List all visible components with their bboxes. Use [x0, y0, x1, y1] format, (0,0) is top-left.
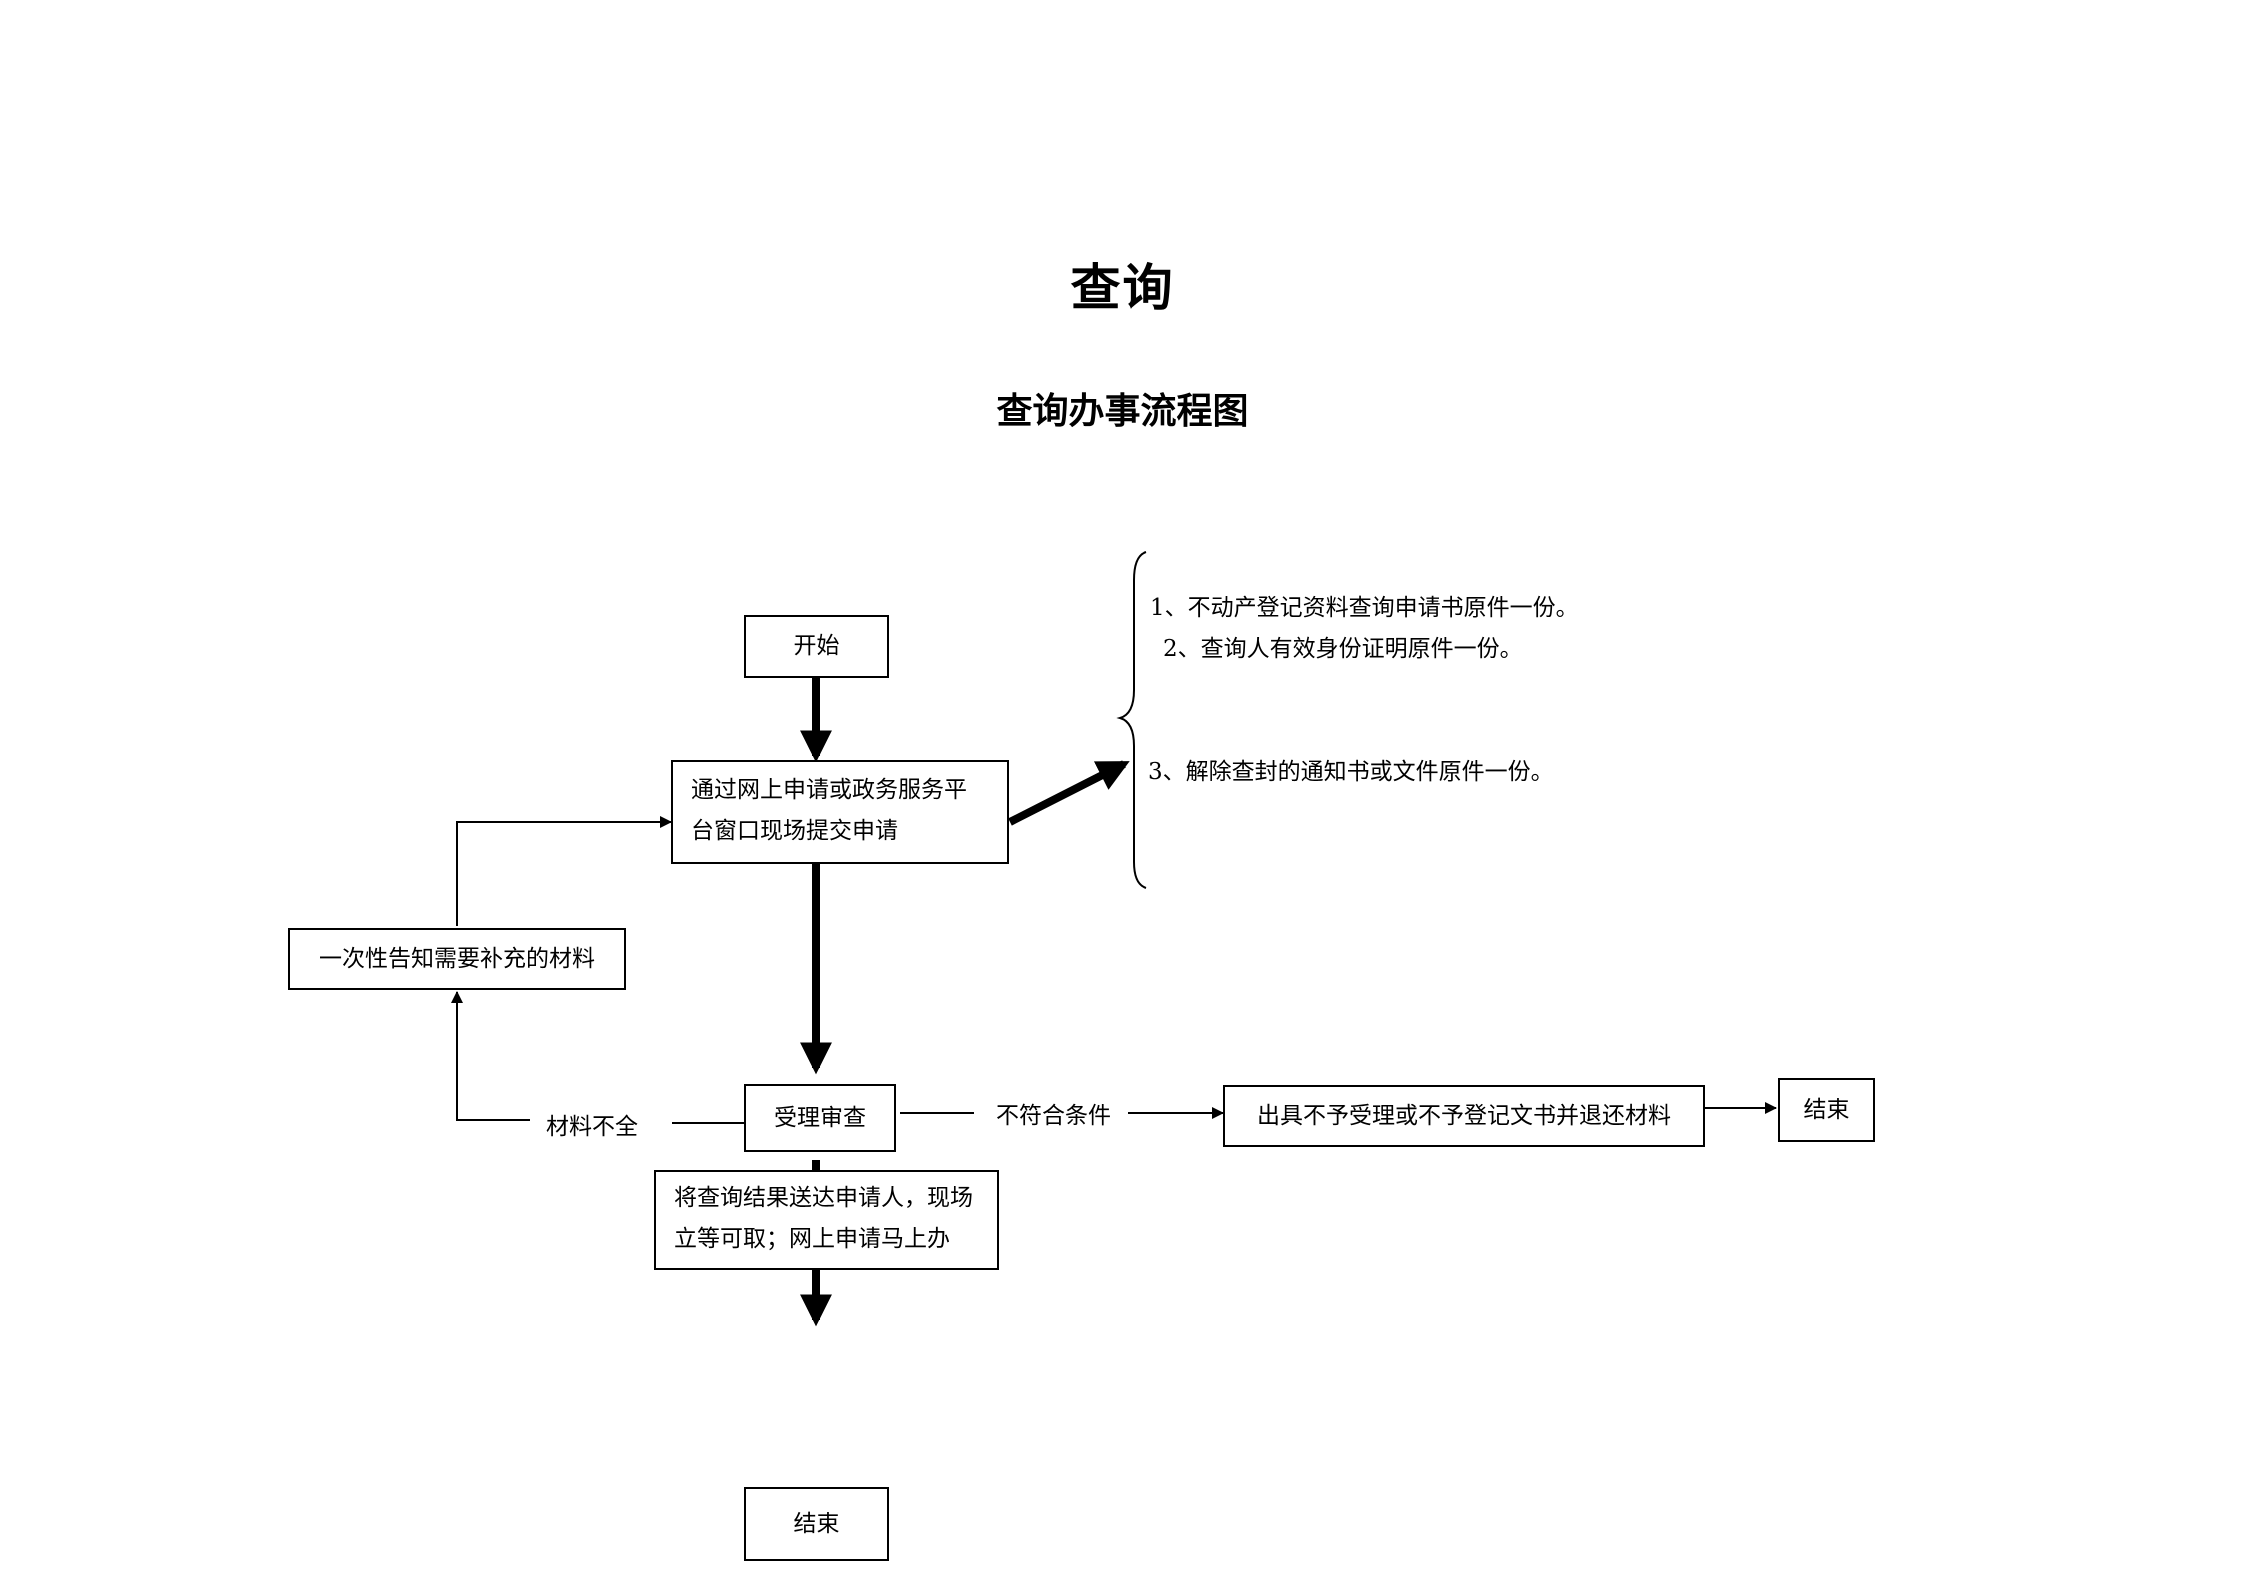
submit-application-node: 通过网上申请或政务服务平 台窗口现场提交申请 [671, 760, 1009, 864]
requirement-item-1: 1、不动产登记资料查询申请书原件一份。 [1150, 595, 1579, 621]
edge-label-incomplete: 材料不全 [546, 1107, 638, 1141]
reject-node-label: 出具不予受理或不予登记文书并退还材料 [1257, 1102, 1671, 1129]
result-node-line1: 将查询结果送达申请人，现场 [674, 1185, 973, 1211]
arrow-submit-to-requirements [1008, 760, 1130, 826]
review-node: 受理审查 [744, 1084, 896, 1152]
end-node-right: 结束 [1778, 1078, 1875, 1142]
flowchart-title: 查询办事流程图 [996, 390, 1249, 432]
end-right-label: 结束 [1803, 1096, 1850, 1123]
requirement-item-3: 3、解除查封的通知书或文件原件一份。 [1148, 759, 1554, 785]
review-node-label: 受理审查 [774, 1104, 866, 1131]
requirements-brace [1116, 551, 1147, 889]
page-title: 查询 [1070, 258, 1175, 317]
start-node-label: 开始 [793, 633, 840, 659]
notify-materials-node: 一次性告知需要补充的材料 [288, 928, 626, 990]
submit-node-line2: 台窗口现场提交申请 [691, 818, 898, 844]
end-bottom-label: 结束 [793, 1510, 840, 1537]
notify-node-label: 一次性告知需要补充的材料 [319, 945, 595, 972]
submit-node-line1: 通过网上申请或政务服务平 [691, 777, 967, 803]
edge-label-not-qualified: 不符合条件 [996, 1096, 1111, 1130]
result-node-line2: 立等可取；网上申请马上办 [674, 1226, 950, 1252]
line-incomplete-to-notify [451, 991, 530, 1121]
requirement-item-2: 2、查询人有效身份证明原件一份。 [1163, 636, 1523, 662]
reject-node: 出具不予受理或不予登记文书并退还材料 [1223, 1085, 1705, 1147]
end-node-bottom: 结束 [744, 1487, 889, 1561]
start-node: 开始 [744, 615, 889, 678]
result-delivery-node: 将查询结果送达申请人，现场 立等可取；网上申请马上办 [654, 1170, 999, 1270]
line-notify-to-submit [456, 816, 672, 926]
